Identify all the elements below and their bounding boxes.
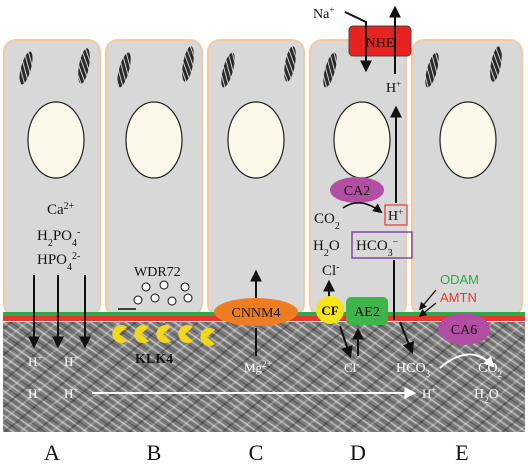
cnnm4-label: CNNM4 [231,306,280,321]
ion-hco3-enamel: HCO3- [396,359,433,379]
ae2-exchanger [346,297,388,325]
ion-h-box: H+ [388,207,403,224]
ca2-reaction-arrow [342,202,383,214]
cf-channel [316,296,344,324]
amtn-pointer [418,302,437,317]
cf-label: CF [321,303,338,318]
ca6-label: CA6 [451,323,477,338]
ion-cl-intracellular: Cl- [322,262,340,280]
cnnm4-transporter [214,298,298,326]
ion-co2: CO2 [314,211,340,232]
klk4-label: KLK4 [135,352,173,367]
arrow-hco3-enamel [399,321,415,355]
mitochondrion [182,46,194,82]
enamel-h-5: H+ [422,385,436,401]
enamel-h-1: H+ [28,353,42,369]
cell-label-a: A [44,440,60,465]
mitochondrion [425,52,439,88]
wdr72-label: WDR72 [134,265,181,280]
mitochondrion [221,52,235,88]
cell-label-d: D [350,440,366,465]
mitochondrion [490,46,502,82]
enamel-h-2: H+ [64,353,78,369]
cell-b [105,39,203,317]
mitochondrion [78,48,90,84]
amtn-label: AMTN [440,290,477,305]
nhe-exchanger: NHE [348,25,412,57]
hco3-box [351,231,413,259]
cell-label-c: C [249,440,264,465]
arrow-na-in [344,11,372,73]
ion-h2o-enamel: H2O [474,387,499,405]
odam-label: ODAM [440,272,479,287]
ion-co2-enamel: CO2 [478,361,502,379]
ca6-reaction-arrow [439,353,495,369]
mitochondrion [284,46,296,82]
cell-c [207,39,305,317]
ion-ca: Ca2+ [47,201,75,219]
ion-hpo4: HPO42- [37,251,80,273]
mitochondrion [19,51,33,85]
ion-h-upper: H+ [386,79,401,96]
ca2-enzyme [330,177,384,203]
wdr72-vesicles [133,280,193,306]
enamel-h-4: H+ [64,385,78,401]
klk4-enzymes [112,325,215,346]
ion-cl-enamel: Cl- [344,359,359,375]
ion-hco3: HCO3− [356,237,399,259]
cell-a [3,39,101,317]
ion-h2o: H2O [313,238,340,259]
ion-h2po4: H2PO4- [37,227,80,249]
enamel-h-3: H+ [28,385,42,401]
arrow-cl-enamel [339,325,353,359]
ion-na: Na+ [313,5,334,22]
mitochondrion [323,52,337,88]
ca2-label: CA2 [344,184,370,199]
ae2-label: AE2 [354,305,380,320]
h-box [384,204,408,226]
cell-label-b: B [147,440,162,465]
ca6-enzyme [438,313,490,345]
svg-text:NHE: NHE [366,36,395,51]
cell-label-e: E [455,440,468,465]
mitochondrion [117,52,131,88]
odam-pointer [418,289,437,311]
ion-mg: Mg2+ [244,359,272,375]
